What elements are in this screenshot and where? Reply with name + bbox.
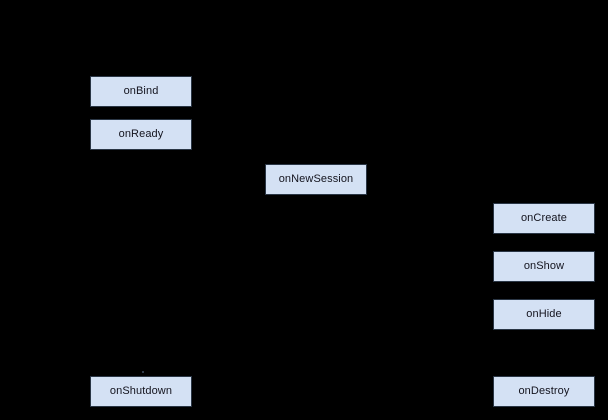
node-ondestroy[interactable]: onDestroy bbox=[493, 376, 595, 407]
node-onhide-label: onHide bbox=[526, 308, 562, 320]
arrowhead-tip-artifact bbox=[142, 371, 144, 373]
edge-onready-to-onnewsession bbox=[192, 134, 317, 164]
node-onready[interactable]: onReady bbox=[90, 119, 192, 150]
edge-group bbox=[137, 107, 548, 376]
node-ondestroy-label: onDestroy bbox=[518, 385, 570, 397]
node-onnewsession[interactable]: onNewSession bbox=[265, 164, 367, 195]
node-onshow-label: onShow bbox=[523, 260, 565, 272]
node-oncreate-label: onCreate bbox=[520, 212, 568, 224]
node-onbind[interactable]: onBind bbox=[90, 76, 192, 107]
node-onready-label: onReady bbox=[118, 128, 164, 140]
node-onbind-label: onBind bbox=[123, 85, 159, 97]
node-onshutdown[interactable]: onShutdown bbox=[90, 376, 192, 407]
node-onnewsession-label: onNewSession bbox=[278, 173, 354, 185]
arrowhead-ondestroy bbox=[540, 369, 548, 376]
edge-onnewsession-to-oncreate bbox=[367, 178, 545, 203]
node-onshutdown-label: onShutdown bbox=[109, 385, 173, 397]
node-oncreate[interactable]: onCreate bbox=[493, 203, 595, 234]
node-onshow[interactable]: onShow bbox=[493, 251, 595, 282]
node-onhide[interactable]: onHide bbox=[493, 299, 595, 330]
